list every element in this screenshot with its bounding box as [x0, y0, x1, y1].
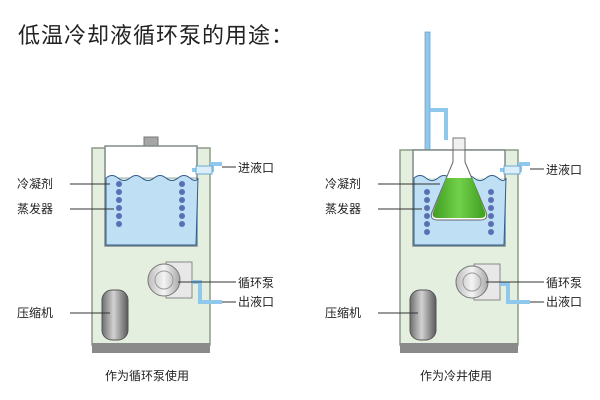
left-coil-right: [179, 181, 185, 227]
right-vertical-tube: [424, 31, 431, 153]
right-flask: [430, 137, 488, 221]
right-coil-left: [424, 189, 430, 235]
right-condenser-tube: [430, 108, 448, 140]
left-water: [105, 175, 199, 246]
left-unit: [91, 136, 222, 353]
left-base: [92, 343, 210, 353]
caption-right: 作为冷井使用: [420, 368, 492, 383]
right-label-condenser: 冷凝剂: [325, 176, 361, 191]
right-label-evaporator: 蒸发器: [325, 201, 361, 216]
left-compressor: [101, 289, 129, 341]
left-leaders: [70, 166, 236, 314]
page-title: 低温冷却液循环泵的用途：: [18, 24, 295, 49]
right-coil-right: [488, 189, 494, 235]
right-unit: [399, 31, 530, 353]
left-label-outlet: 出液口: [238, 294, 274, 309]
left-coil-left: [116, 181, 122, 227]
right-label-pump: 循环泵: [546, 276, 582, 290]
left-label-condenser: 冷凝剂: [17, 176, 53, 191]
right-label-inlet: 进液口: [546, 162, 582, 177]
left-pump: [147, 261, 193, 299]
right-label-compressor: 压缩机: [325, 305, 361, 320]
left-label-compressor: 压缩机: [17, 305, 53, 320]
left-label-inlet: 进液口: [238, 160, 274, 175]
right-outlet-pipe: [500, 282, 530, 304]
left-label-evaporator: 蒸发器: [17, 201, 53, 216]
right-compressor: [409, 289, 437, 341]
right-leaders: [378, 168, 544, 314]
right-label-outlet: 出液口: [546, 294, 582, 309]
right-base: [400, 343, 518, 353]
left-label-pump: 循环泵: [238, 276, 274, 290]
caption-left: 作为循环泵使用: [105, 368, 189, 383]
